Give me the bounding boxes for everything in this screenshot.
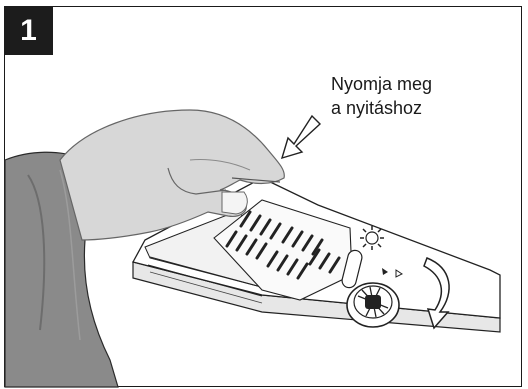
caption-line-1: Nyomja meg: [331, 72, 432, 96]
press-arrow: [282, 116, 320, 158]
press-to-open-caption: Nyomja meg a nyitáshoz: [331, 72, 432, 120]
step-number-badge: 1: [4, 6, 53, 55]
caption-line-2: a nyitáshoz: [331, 96, 432, 120]
